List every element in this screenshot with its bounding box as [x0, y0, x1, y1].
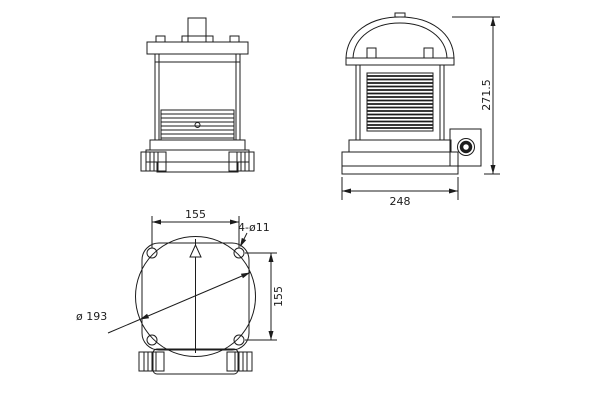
dim-overall-height: 271.5: [452, 16, 500, 175]
plan-cable-gland-left: [138, 351, 165, 372]
side-view: [341, 12, 482, 175]
front-lens-center-dot: [194, 122, 201, 128]
side-lens-stripes: [367, 75, 433, 129]
plan-bolt-hole-bottom-left: [146, 334, 158, 346]
arrowhead: [240, 237, 247, 247]
dim-diameter-label: ø 193: [76, 310, 107, 323]
front-lens-louvers: [161, 113, 234, 139]
gland-ribs: [143, 352, 157, 371]
plan-body-circle: [135, 236, 256, 357]
front-top-plate: [146, 41, 249, 55]
plan-base-band: [152, 348, 239, 375]
front-body-wall-lines: [155, 54, 240, 140]
diameter-line: [107, 272, 251, 334]
dim-holes-label: 4-ø11: [238, 221, 270, 234]
arrowhead: [152, 219, 161, 225]
side-dome-bolt-right: [423, 47, 434, 59]
dim-pitch-y-label: 155: [272, 286, 285, 307]
front-bolt-left: [155, 35, 166, 43]
plan-bolt-hole-top-right: [233, 247, 245, 259]
side-body-wall-lines: [359, 65, 441, 140]
front-view: [140, 17, 255, 173]
arrowhead: [342, 188, 351, 194]
front-cable-gland-left: [140, 151, 167, 172]
side-base-block: [341, 151, 459, 175]
switch-button-outer: [457, 138, 475, 156]
front-stem-base: [181, 35, 214, 43]
plan-bolt-hole-top-left: [146, 247, 158, 259]
arrowhead: [139, 313, 150, 320]
side-base-step: [348, 139, 452, 153]
side-dome-outer: [345, 16, 455, 59]
dim-pitch-x-label: 155: [185, 208, 206, 221]
switch-box-body: [449, 128, 482, 167]
front-base-step: [149, 139, 246, 151]
arrowhead: [490, 17, 496, 26]
dim-width-label: 248: [390, 195, 411, 208]
gland-ribs: [234, 352, 248, 371]
side-switch-box: [449, 128, 482, 167]
front-cable-gland-right: [228, 151, 255, 172]
dim-height-label: 271.5: [480, 79, 493, 111]
plan-direction-marker: [189, 243, 202, 258]
arrowhead: [268, 331, 274, 340]
side-dome-base-ring: [345, 57, 455, 66]
dim-bolt-holes-callout: 4-ø11: [238, 221, 270, 247]
gland-ribs: [236, 152, 250, 171]
plan-cable-gland-right: [226, 351, 253, 372]
plan-view: [135, 236, 256, 375]
dim-hole-pitch-y: 155: [245, 252, 285, 341]
dim-overall-width: 248: [341, 177, 459, 208]
gland-ribs: [145, 152, 159, 171]
side-lens-frame: [366, 72, 434, 132]
dim-hole-pitch-x: 155: [151, 208, 240, 248]
arrowhead: [240, 272, 251, 279]
arrowhead: [230, 219, 239, 225]
arrowhead: [449, 188, 458, 194]
front-bolt-right: [229, 35, 240, 43]
front-base-bottom: [156, 161, 239, 173]
arrowhead: [490, 165, 496, 174]
arrowhead: [268, 253, 274, 262]
switch-button-ring: [459, 140, 473, 154]
side-dome-bolt-left: [366, 47, 377, 59]
dim-flange-diameter: ø 193: [76, 272, 251, 334]
side-dome-apex-nub: [394, 12, 406, 18]
side-dome-inner: [352, 22, 448, 59]
front-stem: [187, 17, 207, 43]
plan-bolt-hole-bottom-right: [233, 334, 245, 346]
